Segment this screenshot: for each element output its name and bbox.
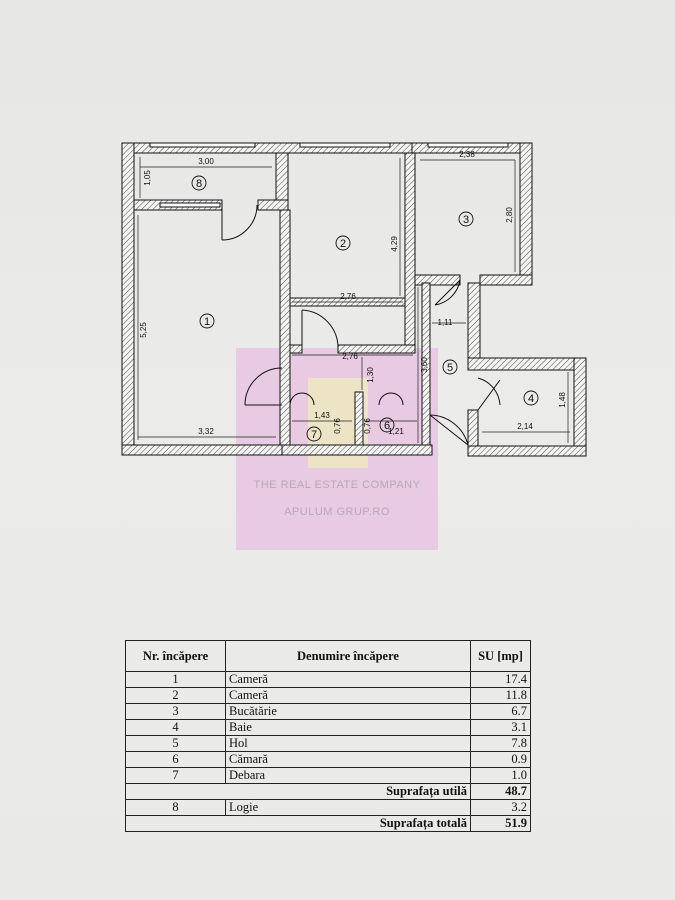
row-su: 3.1 [470, 719, 531, 736]
watermark-line2: APULUM GRUP.RO [284, 506, 390, 518]
dim-2-80: 2,80 [505, 207, 514, 223]
header-name: Denumire încăpere [225, 640, 471, 672]
dim-2-38: 2,38 [459, 150, 475, 159]
table-row: 3 Bucătărie 6.7 [125, 703, 531, 720]
dim-2-14: 2,14 [517, 422, 533, 431]
dim-2-76-top: 2,76 [340, 292, 356, 301]
header-su: SU [mp] [470, 640, 531, 672]
room-numbers [191, 175, 539, 442]
row-nr: 7 [125, 767, 226, 784]
room-8-number: 8 [196, 178, 202, 190]
row-name: Cameră [225, 687, 471, 704]
row-nr: 3 [125, 703, 226, 720]
row-name: Baie [225, 719, 471, 736]
table-row: 4 Baie 3.1 [125, 719, 531, 736]
row-su: 7.8 [470, 735, 531, 752]
dim-5-25: 5,25 [139, 322, 148, 338]
row-name: Cămară [225, 751, 471, 768]
windows [149, 142, 509, 208]
dim-1-30: 1,30 [366, 367, 375, 383]
room-4-number: 4 [528, 393, 534, 405]
total-area-row: Suprafața totală 51.9 [125, 815, 531, 832]
total-area-label: Suprafața totală [125, 815, 471, 832]
dim-1-11: 1,11 [438, 318, 454, 327]
watermark-line1: THE REAL ESTATE COMPANY [254, 479, 421, 491]
row-su: 17.4 [470, 671, 531, 688]
doors [221, 204, 501, 446]
dimension-lines [137, 157, 570, 443]
room-5-number: 5 [447, 362, 453, 374]
table-row: 6 Cămară 0.9 [125, 751, 531, 768]
dimension-labels: 3,00 1,05 2,38 2,80 4,29 2,76 2,76 5,25 … [139, 150, 567, 436]
room-number-labels: 1 2 3 4 5 6 7 8 [196, 178, 534, 441]
total-area-value: 51.9 [470, 815, 531, 832]
dim-1-43: 1,43 [314, 411, 330, 420]
dim-1-48: 1,48 [558, 392, 567, 408]
floor-plan: THE REAL ESTATE COMPANY APULUM GRUP.RO [121, 142, 587, 550]
dim-3-60: 3,60 [420, 357, 429, 373]
useful-area-label: Suprafața utilă [125, 783, 471, 800]
row-nr: 6 [125, 751, 226, 768]
row-su: 1.0 [470, 767, 531, 784]
table-row: 1 Cameră 17.4 [125, 671, 531, 688]
row-nr: 1 [125, 671, 226, 688]
table-row: 5 Hol 7.8 [125, 735, 531, 752]
area-table: Nr. încăpere Denumire încăpere SU [mp] 1… [125, 640, 531, 832]
dim-1-21: 1,21 [388, 427, 404, 436]
room-7-number: 7 [311, 429, 317, 441]
table-header-row: Nr. încăpere Denumire încăpere SU [mp] [125, 640, 531, 672]
row-nr: 5 [125, 735, 226, 752]
row-name: Logie [225, 799, 471, 816]
row-nr: 4 [125, 719, 226, 736]
table-row: 8 Logie 3.2 [125, 799, 531, 816]
row-name: Debara [225, 767, 471, 784]
header-nr: Nr. încăpere [125, 640, 226, 672]
table-row: 7 Debara 1.0 [125, 767, 531, 784]
dim-0-76-right: 0,76 [363, 418, 372, 434]
dim-4-29: 4,29 [390, 236, 399, 252]
row-nr: 2 [125, 687, 226, 704]
dim-2-76-bottom: 2,76 [342, 352, 358, 361]
row-su: 11.8 [470, 687, 531, 704]
useful-area-row: Suprafața utilă 48.7 [125, 783, 531, 800]
row-nr: 8 [125, 799, 226, 816]
row-name: Bucătărie [225, 703, 471, 720]
row-su: 3.2 [470, 799, 531, 816]
dim-3-32: 3,32 [198, 427, 214, 436]
room-2-number: 2 [340, 238, 346, 250]
row-su: 6.7 [470, 703, 531, 720]
room-1-number: 1 [204, 316, 210, 328]
row-name: Hol [225, 735, 471, 752]
room-6-number: 6 [384, 420, 390, 432]
useful-area-value: 48.7 [470, 783, 531, 800]
dim-3-00: 3,00 [198, 157, 214, 166]
dim-0-76-left: 0,76 [333, 418, 342, 434]
row-name: Cameră [225, 671, 471, 688]
row-su: 0.9 [470, 751, 531, 768]
dim-1-05: 1,05 [143, 170, 152, 186]
table-row: 2 Cameră 11.8 [125, 687, 531, 704]
room-3-number: 3 [463, 214, 469, 226]
